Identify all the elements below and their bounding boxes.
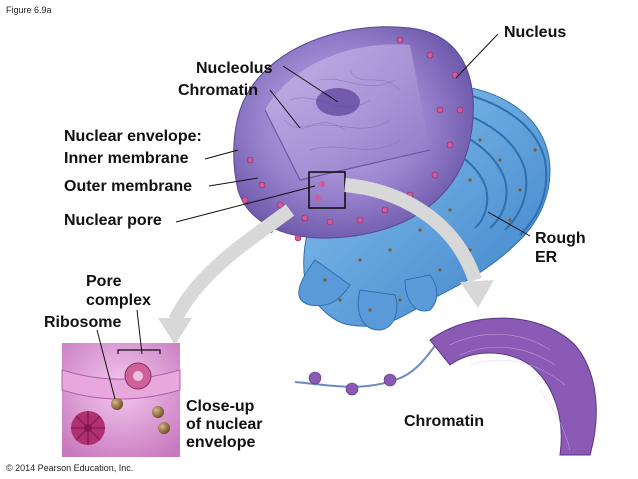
label-pore-1: Pore	[86, 273, 122, 290]
label-inner-membrane: Inner membrane	[64, 150, 189, 167]
label-chromatin-bottom: Chromatin	[404, 413, 484, 430]
label-nuclear-pore: Nuclear pore	[64, 212, 162, 229]
label-nucleolus: Nucleolus	[196, 60, 273, 77]
copyright: © 2014 Pearson Education, Inc.	[6, 463, 134, 473]
label-rough-er-1: Rough	[535, 230, 586, 247]
curved-gray-arrow	[344, 178, 494, 308]
chromatin-strand	[294, 317, 597, 456]
label-closeup-1: Close-up	[186, 398, 255, 415]
label-pore-2: complex	[86, 292, 151, 309]
label-closeup-3: envelope	[186, 434, 256, 451]
figure-id: Figure 6.9a	[6, 5, 52, 15]
label-rough-er-2: ER	[535, 249, 558, 266]
label-nucleus: Nucleus	[504, 24, 567, 41]
label-outer-membrane: Outer membrane	[64, 178, 193, 195]
label-closeup-2: of nuclear	[186, 416, 263, 433]
label-ribosome: Ribosome	[44, 314, 122, 331]
closeup-panel	[61, 343, 181, 457]
label-nuclear-envelope: Nuclear envelope:	[64, 128, 202, 145]
leader-lines	[96, 33, 531, 400]
nucleus-sphere	[233, 26, 474, 242]
curved-gray-arrow	[158, 204, 295, 345]
label-chromatin-top: Chromatin	[178, 82, 258, 99]
